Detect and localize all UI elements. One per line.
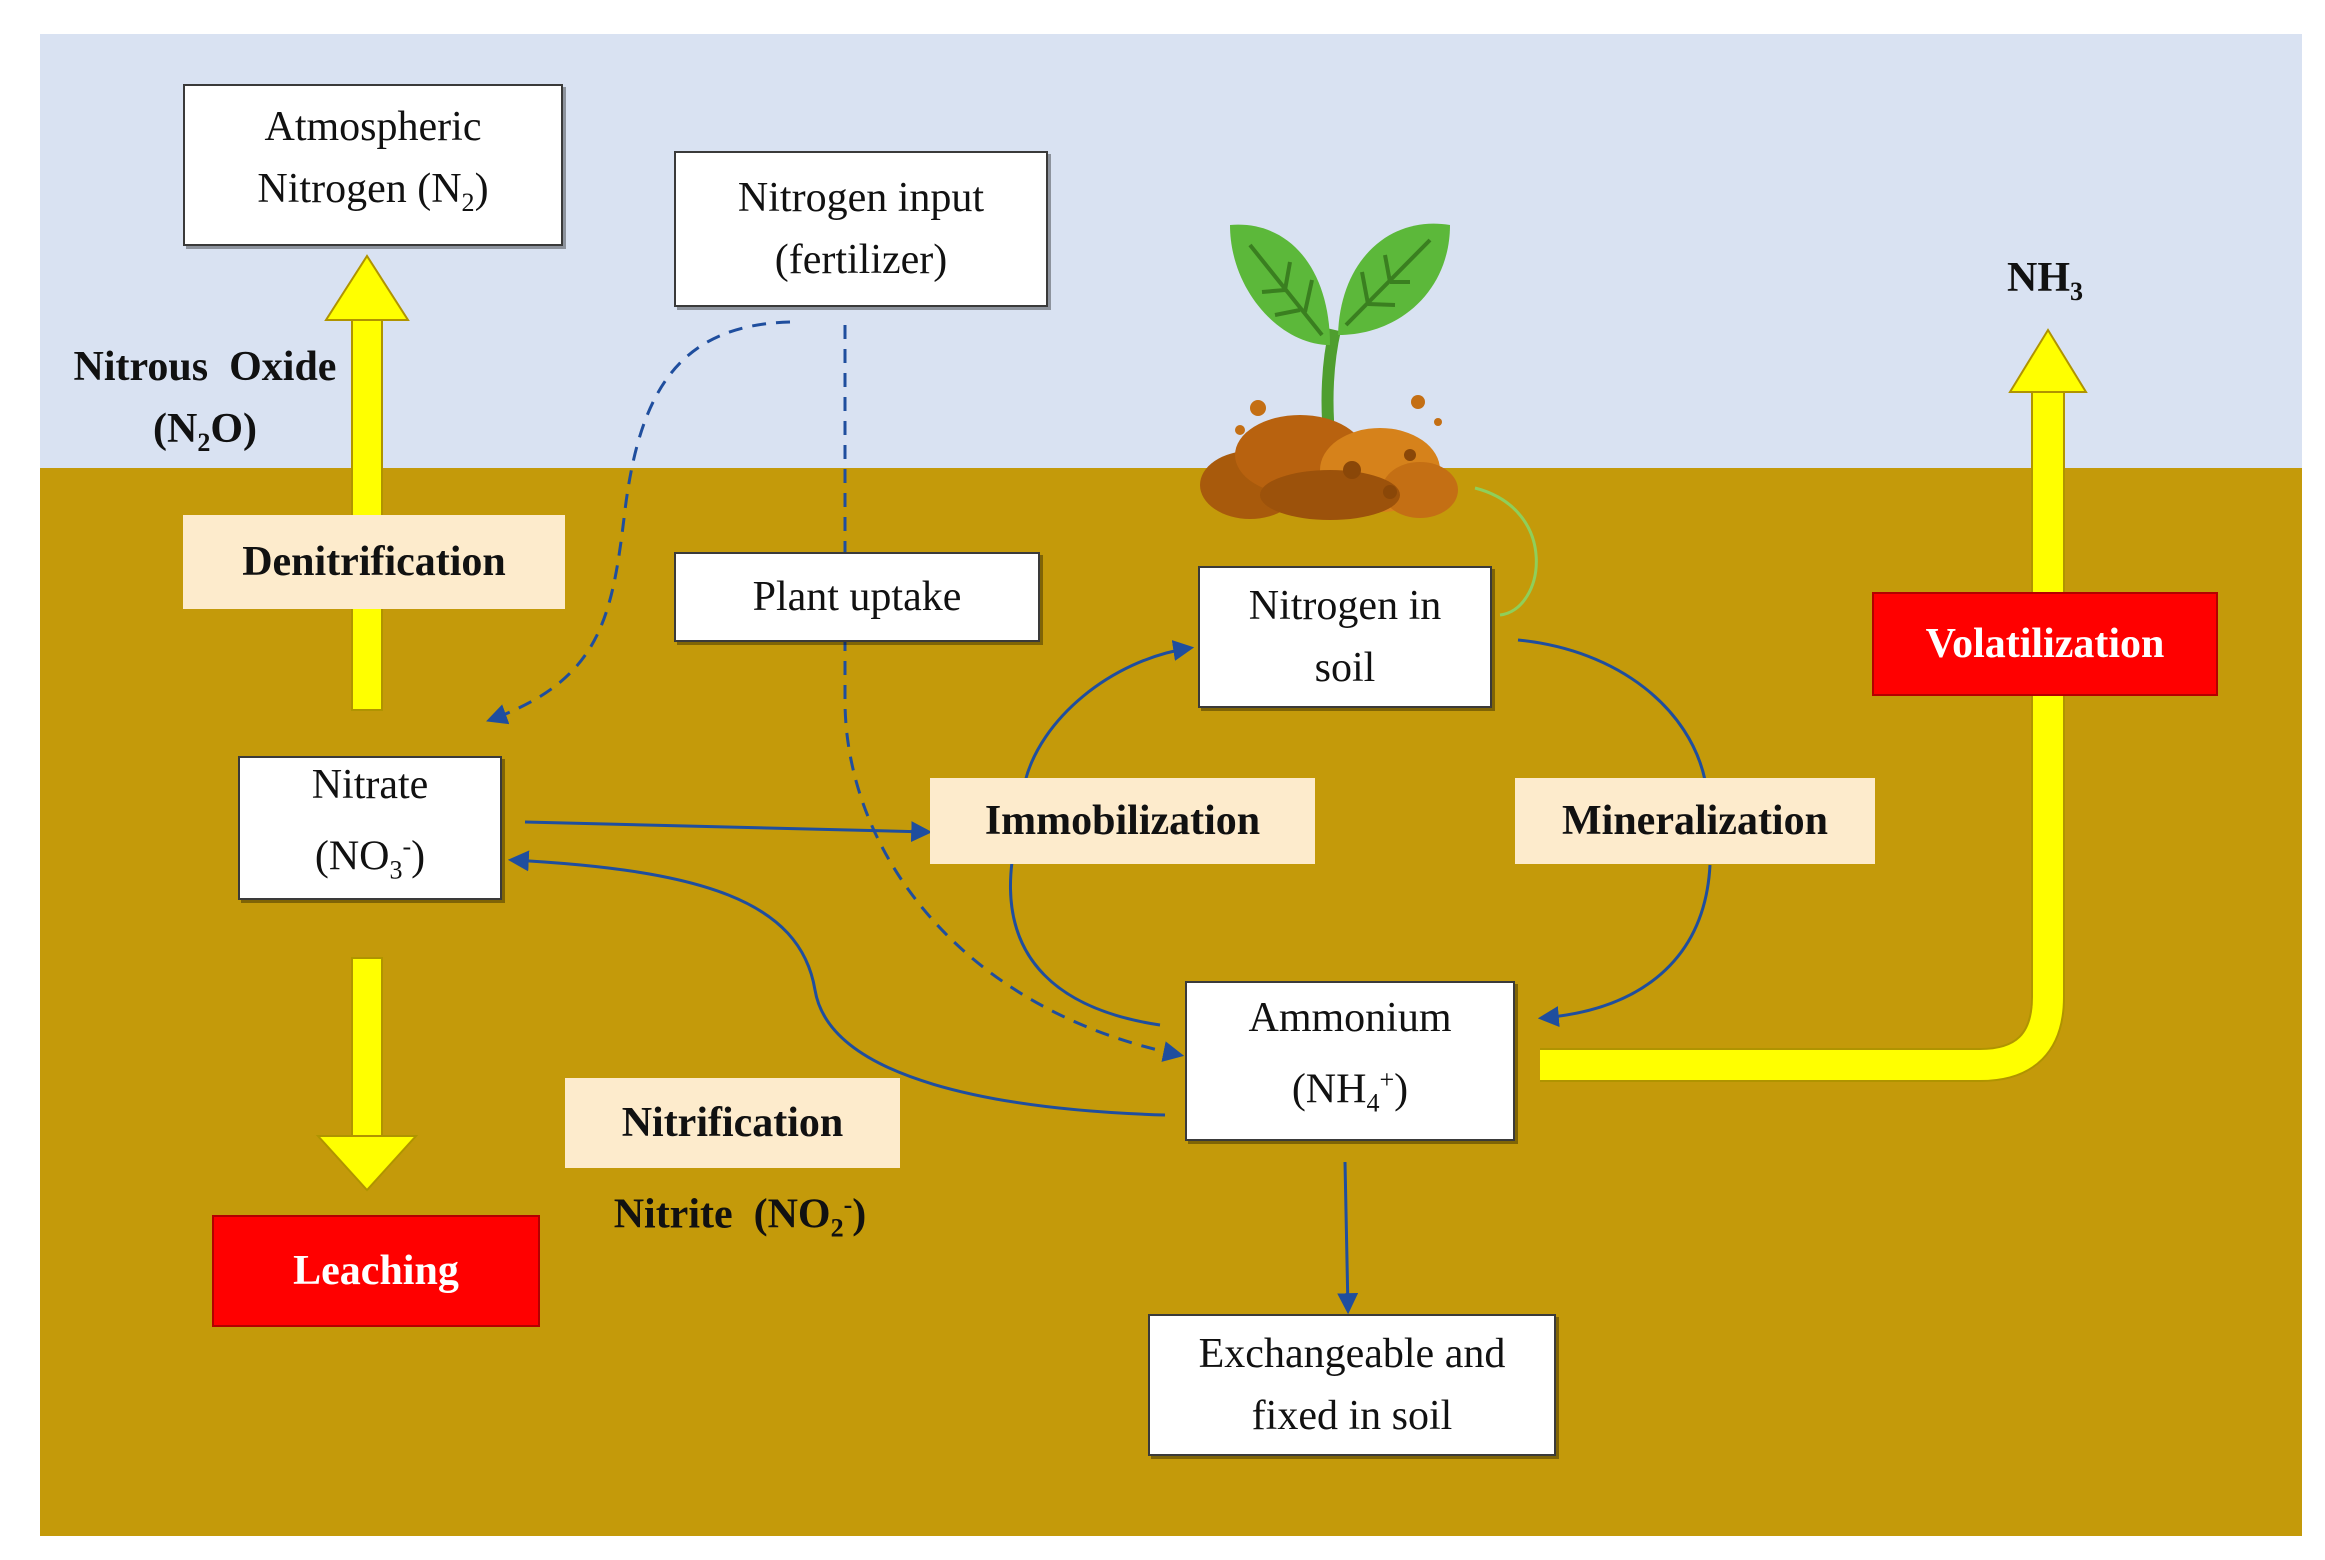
plant-uptake-label: Plant uptake [752,574,962,620]
exchangeable-line2: fixed in soil [1251,1393,1453,1439]
exchangeable-fixed-box: Exchangeable and fixed in soil [1148,1314,1556,1456]
nitrogen-in-soil-box: Nitrogen in soil [1198,566,1492,708]
volatilization-arrow [1540,328,2088,1082]
nitrogen-in-soil-line2: soil [1314,645,1376,691]
ammonium-to-exchangeable-arrow [1337,1161,1359,1315]
nitrogen-input-line2: (fertilizer) [774,237,948,283]
fertilizer-to-nitrate-dashed-arrow [486,320,791,725]
mineralization-label: Mineralization [1515,778,1875,864]
nitrogen-in-soil-line1: Nitrogen in [1248,583,1442,629]
leaching-label: Leaching [212,1215,540,1327]
ammonium-line2: (NH4+) [1291,1065,1409,1118]
nitrogen-input-box: Nitrogen input (fertilizer) [674,151,1048,307]
immobilization-label: Immobilization [930,778,1315,864]
ammonium-to-nitrate-nitrification-arrow [507,850,1166,1117]
denitrification-arrow [324,254,410,711]
denitrification-label: Denitrification [183,515,565,609]
nitrate-to-immobilization-arrow [524,820,933,843]
mineralization-upper-arrow [1517,638,1707,781]
nitrate-line2: (NO3-) [314,832,426,885]
soil-clod-icon [1200,395,1458,520]
ammonium-box: Ammonium (NH4+) [1185,981,1515,1141]
nitrification-label: Nitrification [565,1078,900,1168]
nitrous-oxide-label: Nitrous Oxide (N2O) [55,336,355,474]
plant-to-soil-curve [1474,486,1538,617]
atmospheric-nitrogen-box: Atmospheric Nitrogen (N2) [183,84,563,246]
nitrate-box: Nitrate (NO3-) [238,756,502,900]
volatilization-label: Volatilization [1872,592,2218,696]
nitrogen-input-line1: Nitrogen input [737,175,985,221]
atmospheric-nitrogen-line2: Nitrogen (N2) [257,165,489,218]
mineralization-lower-arrow [1537,864,1712,1028]
plant-uptake-box: Plant uptake [674,552,1040,642]
atmospheric-nitrogen-line1: Atmospheric [264,103,482,150]
nitrous-oxide-line2: (N2O) [153,406,257,458]
immobilization-upper-arrow [1023,640,1195,783]
immobilization-lower-arrow [1009,861,1161,1027]
ammonium-line1: Ammonium [1248,995,1452,1042]
nh3-label: NH3 [2006,255,2083,307]
leaching-arrow [315,957,419,1192]
exchangeable-line1: Exchangeable and [1198,1331,1506,1377]
nitrate-line1: Nitrate [311,762,429,809]
nitrite-label: Nitrite (NO2-) [613,1190,867,1243]
nitrous-oxide-line1: Nitrous Oxide [73,344,337,390]
